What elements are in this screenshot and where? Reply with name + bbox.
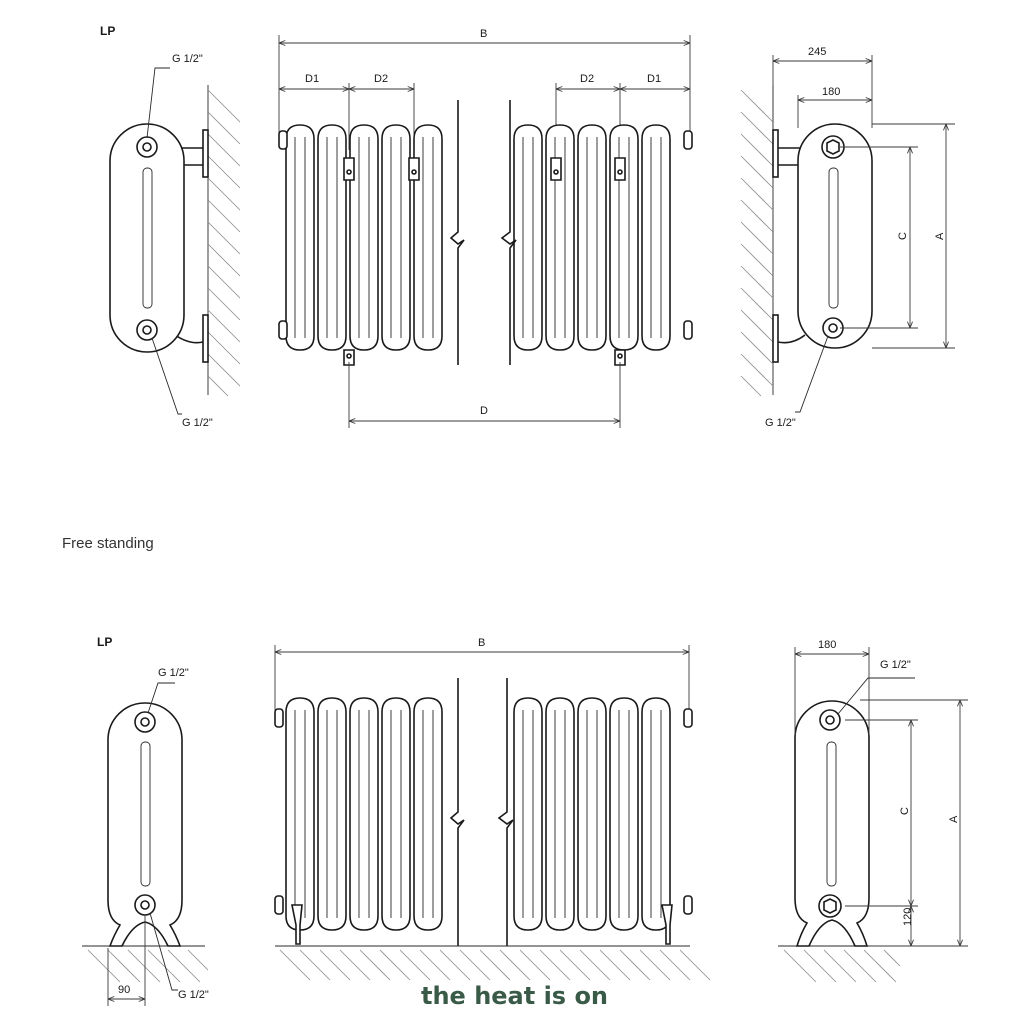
end-cap-6 <box>274 895 284 915</box>
free-right-top-connection: G 1/2" <box>880 659 911 671</box>
wall-depth-total: 245 <box>808 46 826 58</box>
free-leg-height: 120 <box>902 908 914 926</box>
wall-hatch-right <box>740 85 774 397</box>
radiator-side-body-right <box>797 123 873 349</box>
free-left-column-1 <box>285 697 315 931</box>
wall-dim-a-label: A <box>934 232 946 240</box>
wall-front-view: B D1 D2 D2 D1 D <box>278 28 693 428</box>
wall-left-column-2 <box>317 124 347 351</box>
free-dim-c-label: C <box>899 807 911 815</box>
free-side-view-right: 180 G 1/2" C A 120 <box>778 639 968 983</box>
wall-right-column-1 <box>513 124 543 351</box>
end-cap-7 <box>683 708 693 728</box>
wall-side-view-left: LP G 1/2" G 1/2" <box>100 24 241 429</box>
free-left-column-4 <box>381 697 411 931</box>
end-cap-8 <box>683 895 693 915</box>
free-depth-body: 180 <box>818 639 836 651</box>
end-cap-1 <box>278 130 288 150</box>
free-right-column-1 <box>513 697 543 931</box>
free-front-view: B <box>274 637 711 981</box>
radiator-side-body <box>109 123 185 353</box>
wall-hatch-left <box>207 85 241 397</box>
wall-left-bottom-connection: G 1/2" <box>182 417 213 429</box>
wall-right-column-5 <box>641 124 671 351</box>
free-standing-title: Free standing <box>62 535 154 552</box>
end-cap-2 <box>278 320 288 340</box>
free-right-column-3 <box>577 697 607 931</box>
wall-section-label: LP <box>100 24 115 38</box>
wall-dim-c-label: C <box>897 232 909 240</box>
dim-d-label: D <box>480 405 488 417</box>
dim-b-label: B <box>480 28 487 40</box>
wall-right-column-2 <box>545 124 575 351</box>
free-section-label: LP <box>97 635 112 649</box>
radiator-side-body-free <box>107 702 183 947</box>
leg-left <box>291 904 303 945</box>
brand-logo: the heat is on <box>421 982 608 1010</box>
wall-left-column-4 <box>381 124 411 351</box>
radiator-columns-free <box>274 697 693 931</box>
free-dim-a-label: A <box>948 815 960 823</box>
dim-d1-right-label: D1 <box>647 73 661 85</box>
wall-right-bottom-connection: G 1/2" <box>765 417 796 429</box>
wall-side-view-right: 245 180 C A G 1/2" <box>740 46 955 429</box>
dim-d1-left-label: D1 <box>305 73 319 85</box>
wall-left-top-connection: G 1/2" <box>172 53 203 65</box>
wall-left-column-5 <box>413 124 443 351</box>
free-left-column-3 <box>349 697 379 931</box>
radiator-columns-wall <box>278 124 693 351</box>
end-cap-4 <box>683 320 693 340</box>
free-foot-offset: 90 <box>118 984 130 996</box>
free-left-column-5 <box>413 697 443 931</box>
free-right-column-5 <box>641 697 671 931</box>
free-dim-b-label: B <box>478 637 485 649</box>
wall-left-column-3 <box>349 124 379 351</box>
dim-d2-right-label: D2 <box>580 73 594 85</box>
wall-right-column-4 <box>609 124 639 351</box>
end-cap-3 <box>683 130 693 150</box>
free-left-top-connection: G 1/2" <box>158 667 189 679</box>
free-side-view-left: LP G 1/2" G 1/2" 90 <box>82 635 209 1006</box>
free-right-column-2 <box>545 697 575 931</box>
wall-left-column-1 <box>285 124 315 351</box>
wall-depth-body: 180 <box>822 86 840 98</box>
dim-d2-left-label: D2 <box>374 73 388 85</box>
end-cap-5 <box>274 708 284 728</box>
radiator-side-body-free-right <box>794 700 870 947</box>
free-right-column-4 <box>609 697 639 931</box>
free-left-bottom-connection: G 1/2" <box>178 989 209 1001</box>
leg-right <box>661 904 673 945</box>
wall-right-column-3 <box>577 124 607 351</box>
free-left-column-2 <box>317 697 347 931</box>
